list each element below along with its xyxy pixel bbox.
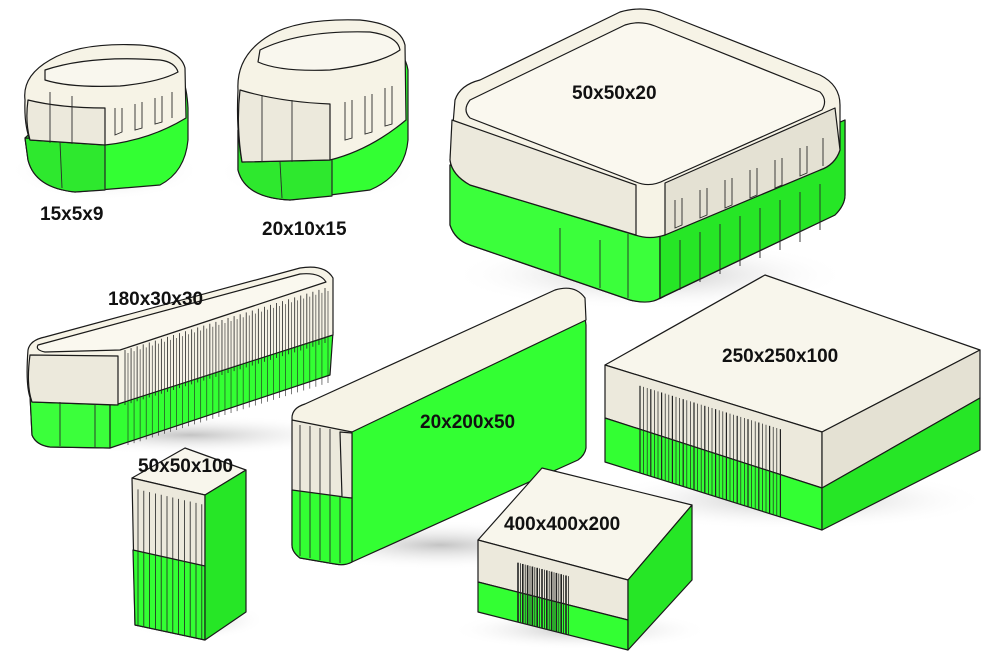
green-front-face — [29, 394, 111, 449]
lid-front — [449, 119, 637, 236]
box-label: 20x200x50 — [420, 412, 515, 433]
box-250x250x100: 250x250x100 — [590, 274, 990, 531]
green-side-face — [627, 504, 693, 651]
green-front-face — [291, 489, 353, 566]
green-side-face — [204, 469, 247, 641]
lid-top — [36, 273, 327, 353]
box-label: 400x400x200 — [504, 514, 620, 535]
box-50x50x20: 50x50x20 — [449, 8, 850, 310]
lid-side — [664, 107, 841, 236]
box-label: 50x50x20 — [572, 83, 657, 104]
lid-top — [465, 22, 826, 186]
fin-array — [137, 489, 203, 640]
box-label: 50x50x100 — [138, 456, 233, 477]
fin-array — [639, 385, 782, 517]
lid-top — [257, 31, 401, 71]
lid-front — [237, 89, 331, 163]
lid-front — [27, 354, 119, 406]
box-15x5x9: 15x5x9 — [10, 44, 200, 225]
box-label: 20x10x15 — [262, 219, 347, 240]
box-180x30x30: 180x30x30 — [20, 266, 360, 455]
fin-array — [124, 288, 329, 445]
fin-array — [517, 562, 569, 635]
box-20x200x50: 20x200x50 — [280, 287, 600, 570]
box-label: 15x5x9 — [40, 204, 103, 225]
lid-front — [26, 99, 106, 146]
box-20x10x15: 20x10x15 — [218, 19, 418, 240]
box-label: 180x30x30 — [108, 289, 203, 310]
box-50x50x100: 50x50x100 — [125, 447, 265, 641]
green-side-face — [821, 397, 981, 531]
box-label: 250x250x100 — [722, 346, 838, 367]
lid-top — [44, 58, 179, 87]
box-400x400x200: 400x400x200 — [450, 467, 710, 651]
green-front-face — [24, 137, 106, 193]
